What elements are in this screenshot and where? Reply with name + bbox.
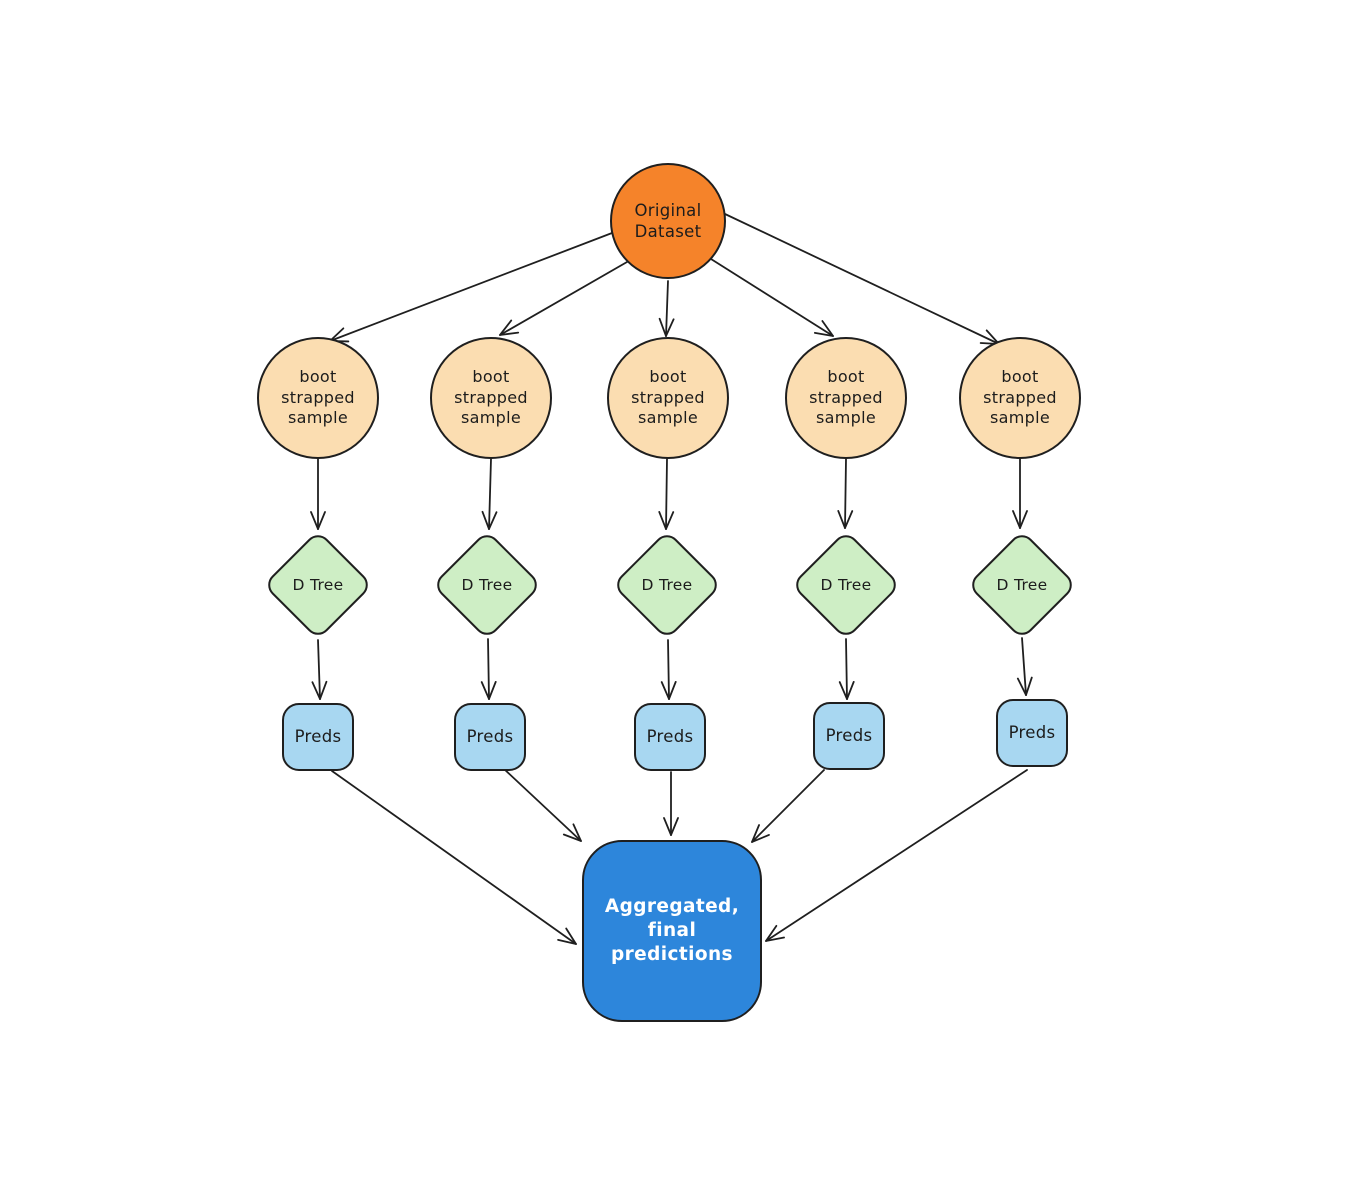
decision-tree-node-3: D Tree bbox=[611, 529, 723, 641]
preds-label: Preds bbox=[825, 726, 873, 746]
decision-tree-node-1: D Tree bbox=[262, 529, 374, 641]
arrow-original-to-sample-5 bbox=[724, 213, 999, 344]
arrow-original-to-sample-4 bbox=[710, 258, 833, 336]
bootstrapped-sample-label: boot strapped sample bbox=[454, 366, 528, 428]
arrow-tree-4-to-preds-4 bbox=[846, 638, 847, 699]
arrow-original-to-sample-2 bbox=[500, 261, 628, 335]
decision-tree-label: D Tree bbox=[996, 575, 1048, 594]
bootstrapped-sample-label: boot strapped sample bbox=[631, 366, 705, 428]
preds-node-5: Preds bbox=[996, 699, 1068, 767]
arrow-tree-2-to-preds-2 bbox=[488, 638, 489, 699]
preds-label: Preds bbox=[466, 727, 514, 747]
preds-node-4: Preds bbox=[813, 702, 885, 770]
arrow-tree-1-to-preds-1 bbox=[318, 639, 320, 699]
decision-tree-label: D Tree bbox=[461, 575, 513, 594]
arrow-sample-4-to-tree-4 bbox=[845, 458, 846, 528]
decision-tree-node-2: D Tree bbox=[431, 529, 543, 641]
bootstrapped-sample-node-1: boot strapped sample bbox=[257, 337, 379, 459]
arrow-sample-3-to-tree-3 bbox=[666, 458, 667, 529]
arrow-original-to-sample-1 bbox=[330, 232, 613, 341]
preds-node-2: Preds bbox=[454, 703, 526, 771]
arrow-preds-2-to-final bbox=[502, 767, 581, 841]
preds-label: Preds bbox=[294, 727, 342, 747]
bootstrapped-sample-label: boot strapped sample bbox=[983, 366, 1057, 428]
bootstrapped-sample-node-3: boot strapped sample bbox=[607, 337, 729, 459]
bootstrapped-sample-label: boot strapped sample bbox=[809, 366, 883, 428]
decision-tree-node-4: D Tree bbox=[790, 529, 902, 641]
arrow-preds-5-to-final bbox=[766, 769, 1028, 941]
preds-node-1: Preds bbox=[282, 703, 354, 771]
preds-label: Preds bbox=[1008, 723, 1056, 743]
bootstrapped-sample-node-4: boot strapped sample bbox=[785, 337, 907, 459]
final-predictions-node: Aggregated, final predictions bbox=[582, 840, 762, 1022]
arrow-sample-2-to-tree-2 bbox=[489, 458, 491, 529]
final-predictions-label: Aggregated, final predictions bbox=[604, 895, 740, 966]
bootstrapped-sample-node-5: boot strapped sample bbox=[959, 337, 1081, 459]
bootstrapped-sample-label: boot strapped sample bbox=[281, 366, 355, 428]
decision-tree-label: D Tree bbox=[292, 575, 344, 594]
preds-node-3: Preds bbox=[634, 703, 706, 771]
arrow-tree-3-to-preds-3 bbox=[668, 639, 669, 699]
preds-label: Preds bbox=[646, 727, 694, 747]
arrow-tree-5-to-preds-5 bbox=[1022, 637, 1026, 695]
decision-tree-node-5: D Tree bbox=[966, 529, 1078, 641]
bootstrapped-sample-node-2: boot strapped sample bbox=[430, 337, 552, 459]
arrow-preds-4-to-final bbox=[752, 769, 825, 842]
original-dataset-label: Original Dataset bbox=[634, 200, 702, 241]
original-dataset-node: Original Dataset bbox=[610, 163, 726, 279]
decision-tree-label: D Tree bbox=[820, 575, 872, 594]
arrow-preds-1-to-final bbox=[331, 770, 576, 944]
decision-tree-label: D Tree bbox=[641, 575, 693, 594]
arrow-original-to-sample-3 bbox=[666, 280, 668, 336]
